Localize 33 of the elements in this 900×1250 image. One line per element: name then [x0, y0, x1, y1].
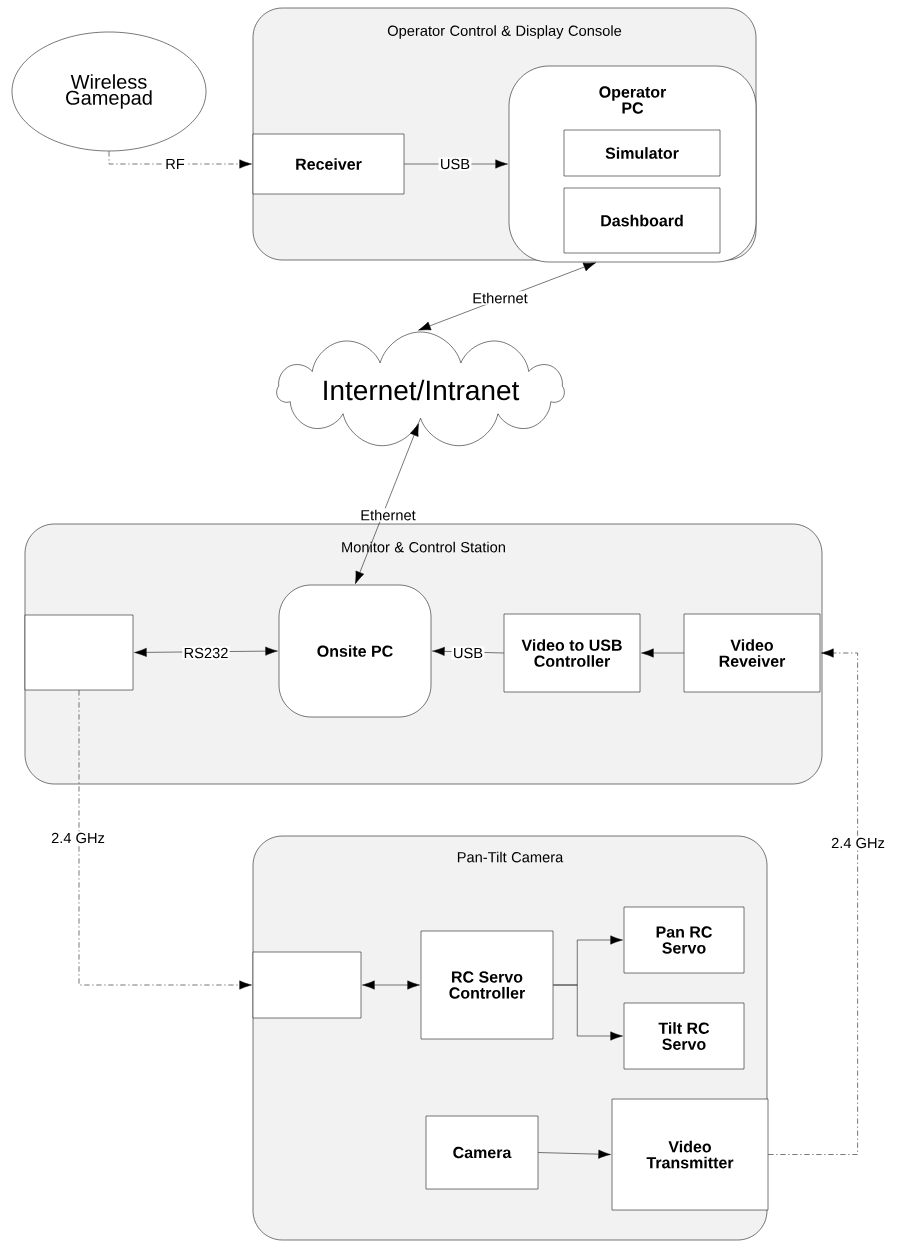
- module-box: [24, 614, 134, 691]
- module-box: [252, 951, 362, 1019]
- edge-label: 2.4 GHz: [829, 836, 887, 850]
- arrow: [553, 984, 623, 1041]
- process-box: Video Transmitter: [611, 1098, 769, 1211]
- process-box: Camera: [425, 1115, 539, 1190]
- arrow: [418, 262, 596, 331]
- process-box: Receiver: [252, 133, 405, 195]
- edge-label: Ethernet: [358, 508, 418, 522]
- arrow: [768, 648, 858, 1155]
- edge-label: 2.4 GHz: [49, 831, 107, 845]
- process-box: Video to USB Controller: [503, 613, 641, 693]
- process-box: Simulator: [563, 129, 721, 177]
- arrow: [134, 646, 278, 657]
- arrow: [641, 648, 684, 658]
- process-box: Tilt RC Servo: [623, 1002, 745, 1070]
- edge-label: Ethernet: [470, 291, 530, 305]
- arrow: [538, 1149, 611, 1159]
- edge-label: RS232: [182, 646, 230, 660]
- arrow: [362, 980, 420, 990]
- process-box: Dashboard: [563, 187, 721, 254]
- rounded-box: Onsite PC: [278, 584, 432, 718]
- network-cloud: Internet/Intranet: [276, 331, 565, 446]
- edge-label: USB: [438, 157, 472, 171]
- arrow: [78, 690, 252, 990]
- arrow: [432, 646, 504, 656]
- process-box: Pan RC Servo: [623, 906, 745, 974]
- edge-label: RF: [163, 157, 187, 171]
- edge-label: USB: [451, 646, 485, 660]
- process-box: RC Servo Controller: [420, 930, 554, 1040]
- arrow: [108, 151, 252, 169]
- process-box: Video Reveiver: [683, 613, 821, 693]
- arrow: [355, 423, 419, 584]
